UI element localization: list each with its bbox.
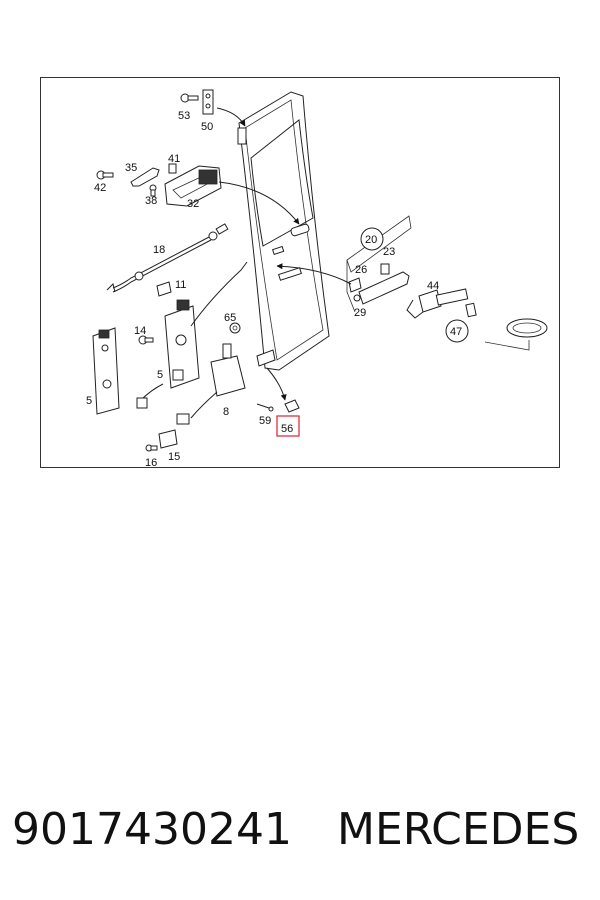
clamp-ring [484, 318, 548, 351]
connector-11 [156, 281, 172, 297]
callout-47: 47 [450, 326, 462, 338]
callout-50: 50 [201, 121, 213, 133]
callout-41: 41 [168, 153, 180, 165]
screw-16 [145, 444, 158, 452]
callout-5-center: 5 [157, 369, 163, 381]
highlight-box-56 [276, 415, 300, 437]
rod-18 [106, 223, 229, 293]
callout-14: 14 [134, 325, 146, 337]
part-number: 9017430241 [12, 804, 292, 855]
callout-23: 23 [383, 246, 395, 258]
grommet-65 [229, 322, 241, 334]
callout-65: 65 [224, 312, 236, 324]
lock-cylinder-44 [406, 288, 477, 319]
callout-circle-20 [360, 227, 384, 251]
screw-38 [149, 184, 157, 197]
callout-5-left: 5 [86, 395, 92, 407]
clip-41 [168, 163, 177, 174]
bracket-50 [202, 89, 214, 115]
mount-plate-5 [92, 327, 120, 415]
exploded-parts-diagram: 53 50 35 41 42 38 32 18 11 14 65 5 5 8 1… [86, 89, 548, 469]
pin-59 [256, 403, 274, 412]
callout-29: 29 [354, 307, 366, 319]
callout-35: 35 [125, 162, 137, 174]
handle-32 [164, 165, 222, 207]
lock-assembly-5 [164, 261, 248, 389]
callout-20: 20 [365, 234, 377, 246]
callout-59: 59 [259, 415, 271, 427]
door-panel [237, 91, 330, 371]
callout-16: 16 [145, 457, 157, 469]
callout-26: 26 [355, 264, 367, 276]
callout-38: 38 [145, 195, 157, 207]
diagram-frame: 53 50 35 41 42 38 32 18 11 14 65 5 5 8 1… [40, 77, 560, 469]
callout-18: 18 [153, 244, 165, 256]
callout-56: 56 [281, 423, 293, 435]
striker-56 [276, 399, 300, 437]
screw-53 [180, 93, 199, 103]
callout-15: 15 [168, 451, 180, 463]
screw-42 [96, 170, 114, 180]
callout-42: 42 [94, 182, 106, 194]
callout-32: 32 [187, 198, 199, 210]
screw-14 [138, 335, 154, 345]
callout-53: 53 [178, 110, 190, 122]
link-35 [130, 167, 160, 187]
callout-circle-47 [445, 319, 469, 343]
outer-handle-20 [346, 215, 412, 313]
callout-44: 44 [427, 280, 439, 292]
callout-8: 8 [223, 406, 229, 418]
brand-name: MERCEDES [337, 804, 580, 855]
connector-15 [136, 383, 190, 449]
footer: 9017430241 MERCEDES [0, 800, 600, 860]
actuator-8 [190, 343, 246, 419]
callout-11: 11 [175, 279, 186, 291]
